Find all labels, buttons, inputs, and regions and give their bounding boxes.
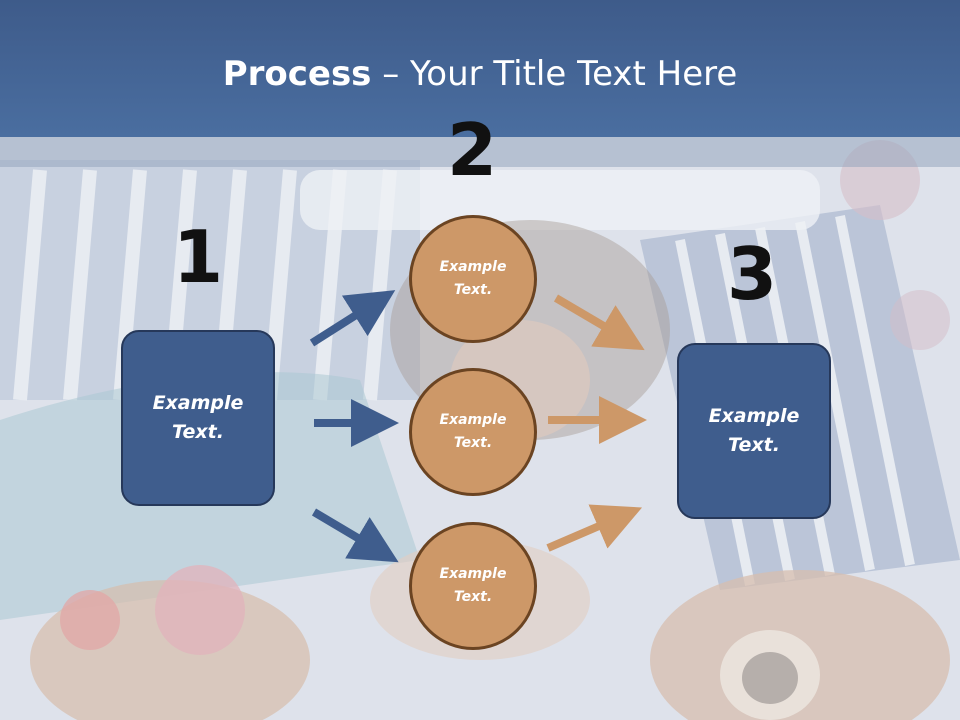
- title-bold: Process: [222, 54, 372, 94]
- title-bar-band: [0, 137, 960, 167]
- process-circle-top: Example Text.: [409, 215, 537, 343]
- title-rest: – Your Title Text Here: [371, 54, 738, 94]
- right-process-box: Example Text.: [677, 343, 831, 519]
- process-circle-bottom: Example Text.: [409, 522, 537, 650]
- page-title: Process – Your Title Text Here: [0, 52, 960, 96]
- step-number-3: 3: [726, 232, 778, 316]
- step-number-2: 2: [446, 108, 498, 192]
- step-number-1: 1: [172, 215, 224, 299]
- title-bar: [0, 0, 960, 137]
- process-circle-middle: Example Text.: [409, 368, 537, 496]
- left-process-box: Example Text.: [121, 330, 275, 506]
